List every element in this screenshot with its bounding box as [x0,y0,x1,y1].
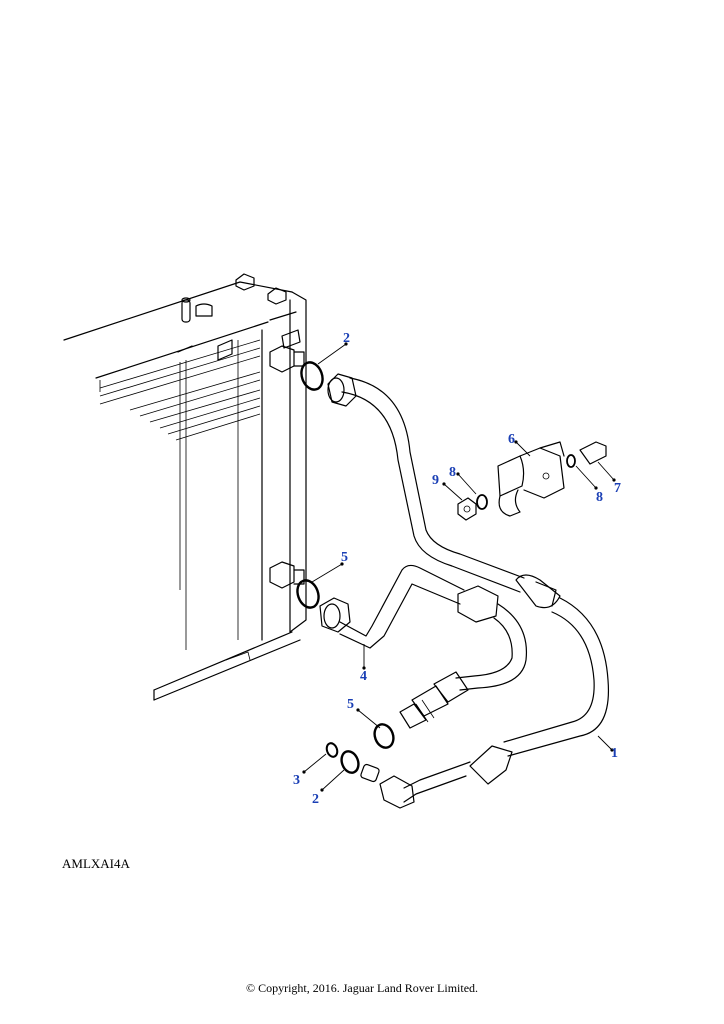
callout-7: 7 [614,481,621,496]
o-ring-lower-radiator [296,579,320,609]
flexible-hose-1 [360,597,610,809]
callout-6: 6 [508,432,515,447]
callout-8-right: 8 [596,490,603,505]
leader-lines [302,342,616,792]
illustration-reference-code: AMLXAI4A [62,856,130,871]
o-ring-quick-connect [373,723,395,749]
callout-8-left: 8 [449,465,456,480]
upper-cooler-pipe [327,373,561,609]
callout-5-upper: 5 [341,550,348,565]
radiator-assembly [63,273,307,701]
callout-1: 1 [611,746,618,761]
o-ring-hose-end [340,750,360,774]
callout-4: 4 [360,669,367,684]
callout-5-lower: 5 [347,697,354,712]
o-ring-upper [300,361,324,391]
callout-9: 9 [432,473,439,488]
pipe-clamp-assembly [457,441,607,521]
seal-ring-small [325,742,339,758]
copyright-notice: © Copyright, 2016. Jaguar Land Rover Lim… [245,981,479,995]
callout-2-lower: 2 [312,792,319,807]
callout-2-upper: 2 [343,331,350,346]
lower-cooler-pipe [319,564,528,729]
callout-3: 3 [293,773,300,788]
